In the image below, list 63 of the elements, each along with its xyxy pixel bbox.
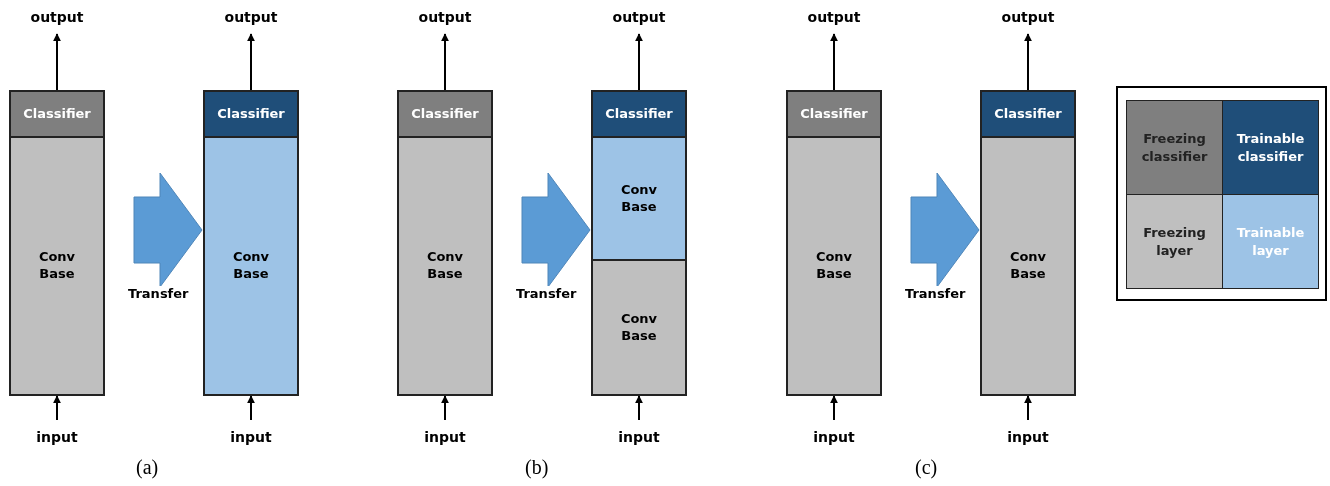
text-label: input <box>36 427 78 447</box>
text-label: output <box>612 7 666 27</box>
edge-label: Transfer <box>126 286 191 301</box>
block-arrow <box>910 172 980 288</box>
arrow <box>830 33 838 91</box>
classifier-block <box>591 90 687 138</box>
panel-label: (c) <box>915 456 938 479</box>
block-label: Conv Base <box>232 249 270 283</box>
text-label: input <box>813 427 855 447</box>
edge-label: Transfer <box>903 286 968 301</box>
conv-base-block <box>397 136 493 396</box>
block-label: Conv Base <box>620 181 658 216</box>
block-label: Classifier <box>994 105 1062 123</box>
legend-text: Freezing classifier <box>1141 129 1208 166</box>
arrow <box>441 395 449 421</box>
legend-text: Freezing layer <box>1143 223 1206 260</box>
arrow <box>441 33 449 91</box>
conv-base-block <box>980 136 1076 396</box>
block-label: Conv Base <box>620 310 658 345</box>
text-label: input <box>424 427 466 447</box>
text-label: input <box>230 427 272 447</box>
classifier-block <box>397 90 493 138</box>
block-label: Classifier <box>800 105 868 123</box>
arrow <box>247 395 255 421</box>
arrow <box>1024 33 1032 91</box>
legend-text: Trainable classifier <box>1236 129 1305 166</box>
block-label: Conv Base <box>815 249 853 283</box>
panel-label: (a) <box>136 456 159 479</box>
text-label: output <box>1001 7 1055 27</box>
panel-label: (b) <box>525 456 549 479</box>
conv-base-block <box>786 136 882 396</box>
conv-base-block <box>591 136 687 261</box>
block-label: Classifier <box>23 105 91 123</box>
classifier-block <box>786 90 882 138</box>
arrow <box>53 395 61 421</box>
text-label: output <box>807 7 861 27</box>
classifier-block <box>980 90 1076 138</box>
block-label: Classifier <box>217 105 285 123</box>
block-label: Conv Base <box>1009 249 1047 283</box>
arrow <box>1024 395 1032 421</box>
arrow <box>635 33 643 91</box>
classifier-block <box>203 90 299 138</box>
block-label: Conv Base <box>38 249 76 283</box>
arrow <box>635 395 643 421</box>
text-label: output <box>418 7 472 27</box>
arrow <box>53 33 61 91</box>
edge-label: Transfer <box>514 286 579 301</box>
text-label: input <box>618 427 660 447</box>
text-label: output <box>224 7 278 27</box>
text-label: input <box>1007 427 1049 447</box>
legend-text: Trainable layer <box>1236 223 1305 260</box>
block-label: Classifier <box>605 105 673 123</box>
arrow <box>830 395 838 421</box>
conv-base-block <box>203 136 299 396</box>
block-label: Conv Base <box>426 249 464 283</box>
text-label: output <box>30 7 84 27</box>
classifier-block <box>9 90 105 138</box>
conv-base-block <box>591 259 687 396</box>
arrow <box>247 33 255 91</box>
block-arrow <box>521 172 591 288</box>
conv-base-block <box>9 136 105 396</box>
block-label: Classifier <box>411 105 479 123</box>
block-arrow <box>133 172 203 288</box>
